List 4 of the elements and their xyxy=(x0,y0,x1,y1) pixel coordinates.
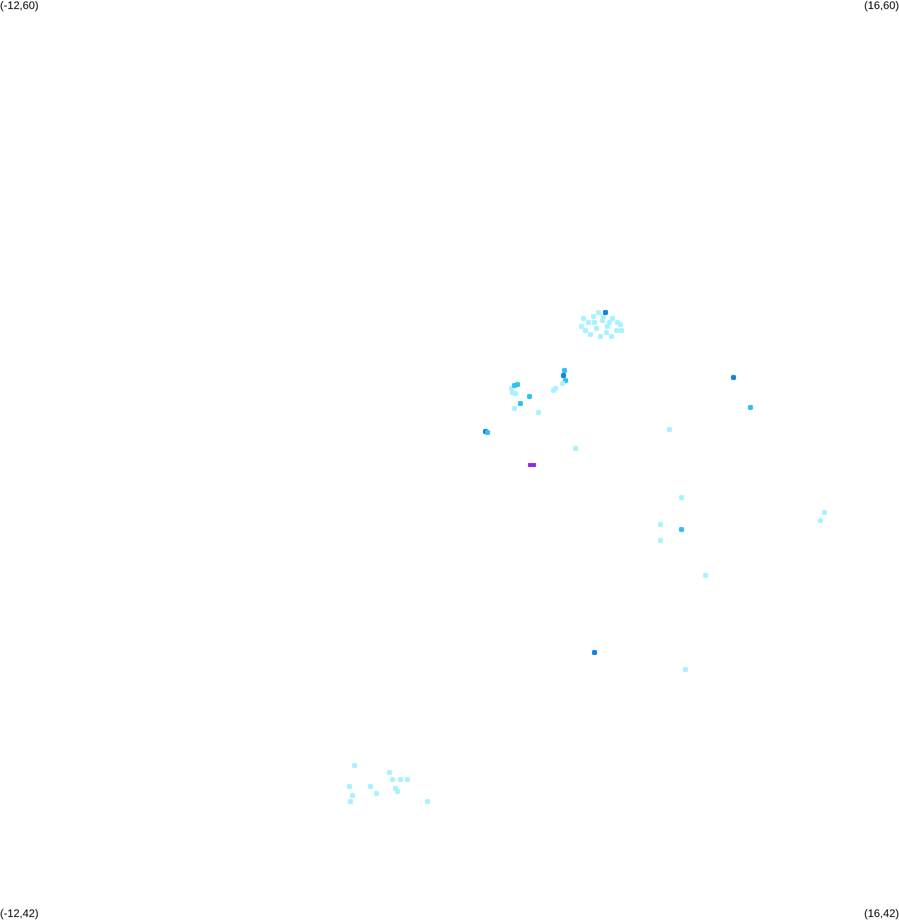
coordinate-label: (-12,60) xyxy=(0,0,39,12)
coordinate-label: (16,42) xyxy=(864,908,899,920)
coordinate-label: (-12,42) xyxy=(0,908,39,920)
coordinate-label: (16,60) xyxy=(864,0,899,12)
